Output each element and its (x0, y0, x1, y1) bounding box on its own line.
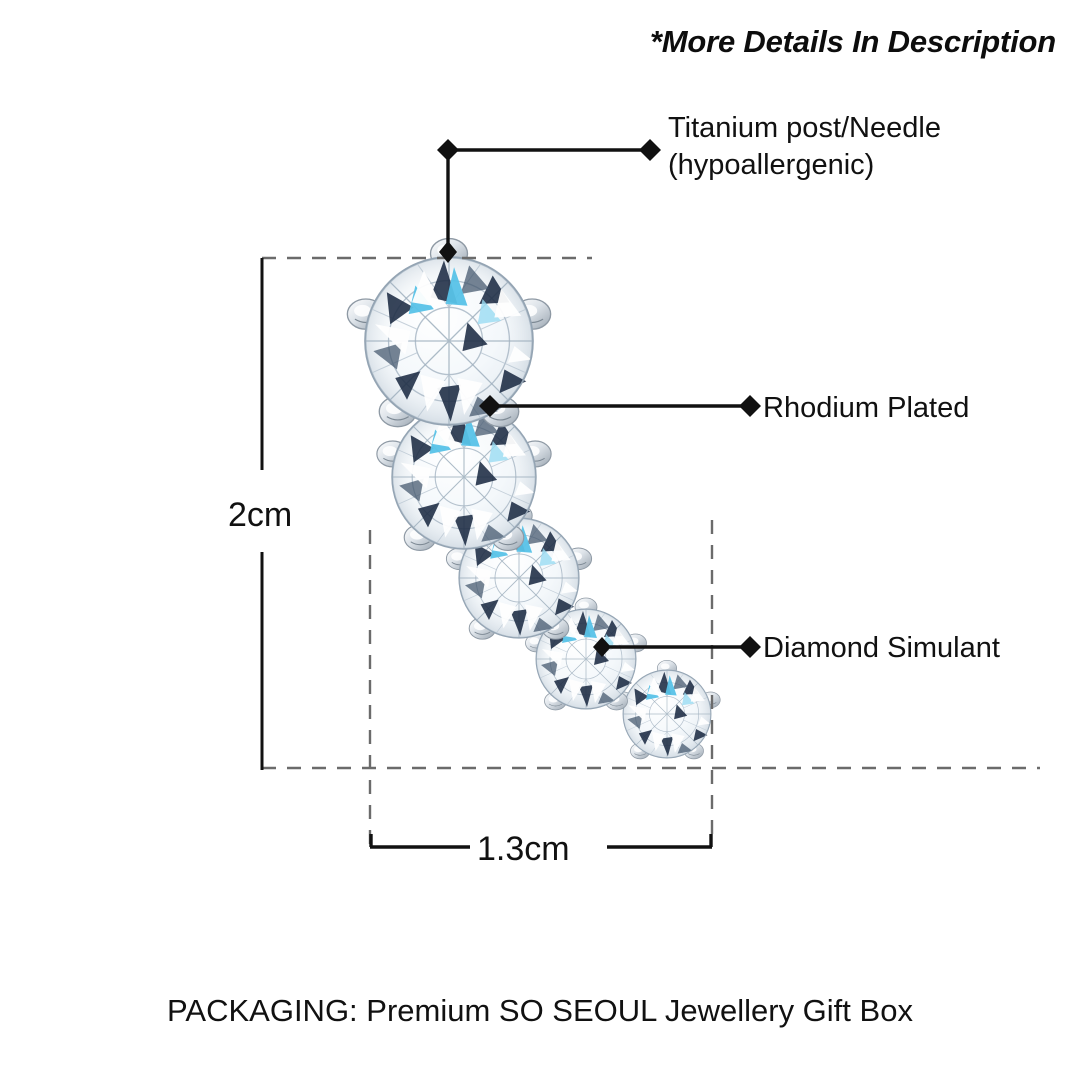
height-guide-dashes (262, 256, 1040, 770)
leader-line-rhodium-plated (479, 395, 761, 417)
callout-titanium-post-line2: (hypoallergenic) (668, 148, 875, 181)
callout-titanium-post: Titanium post/Needle (hypoallergenic) (668, 110, 941, 184)
callout-diamond-simulant: Diamond Simulant (763, 630, 1000, 667)
leader-line-titanium-post (437, 139, 661, 263)
leader-line-diamond-simulant (593, 636, 761, 658)
callout-rhodium-plated-line1: Rhodium Plated (763, 392, 970, 424)
dimension-height-label: 2cm (228, 496, 293, 534)
callout-rhodium-plated: Rhodium Plated (763, 390, 969, 427)
width-guide-dashes (368, 520, 714, 845)
callout-titanium-post-line1: Titanium post/Needle (668, 112, 941, 144)
packaging-note: PACKAGING: Premium SO SEOUL Jewellery Gi… (167, 993, 913, 1028)
header-note: *More Details In Description (649, 24, 1056, 59)
callout-diamond-simulant-line1: Diamond Simulant (763, 632, 1000, 664)
dimension-width-label: 1.3cm (477, 830, 570, 868)
